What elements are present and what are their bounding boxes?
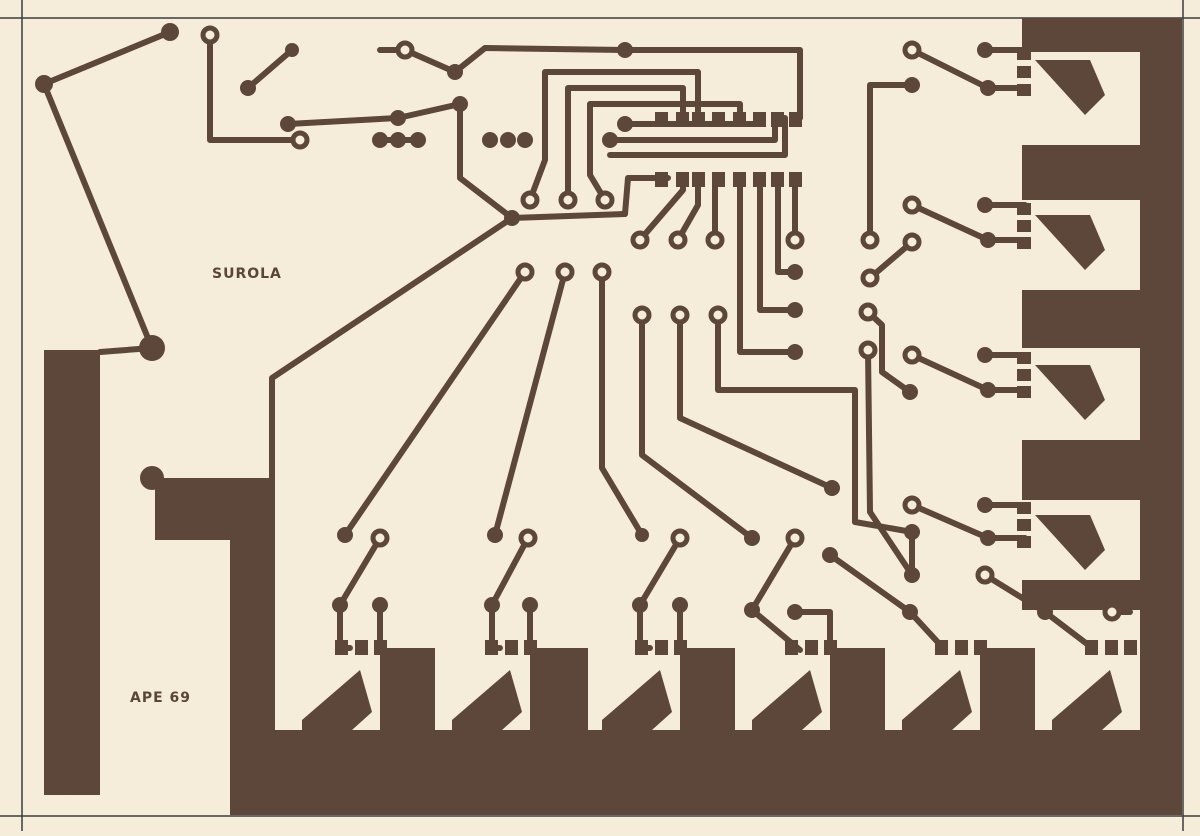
board-code-label: APE 69 bbox=[130, 690, 191, 706]
board-name-label: SUROLA bbox=[212, 266, 282, 282]
